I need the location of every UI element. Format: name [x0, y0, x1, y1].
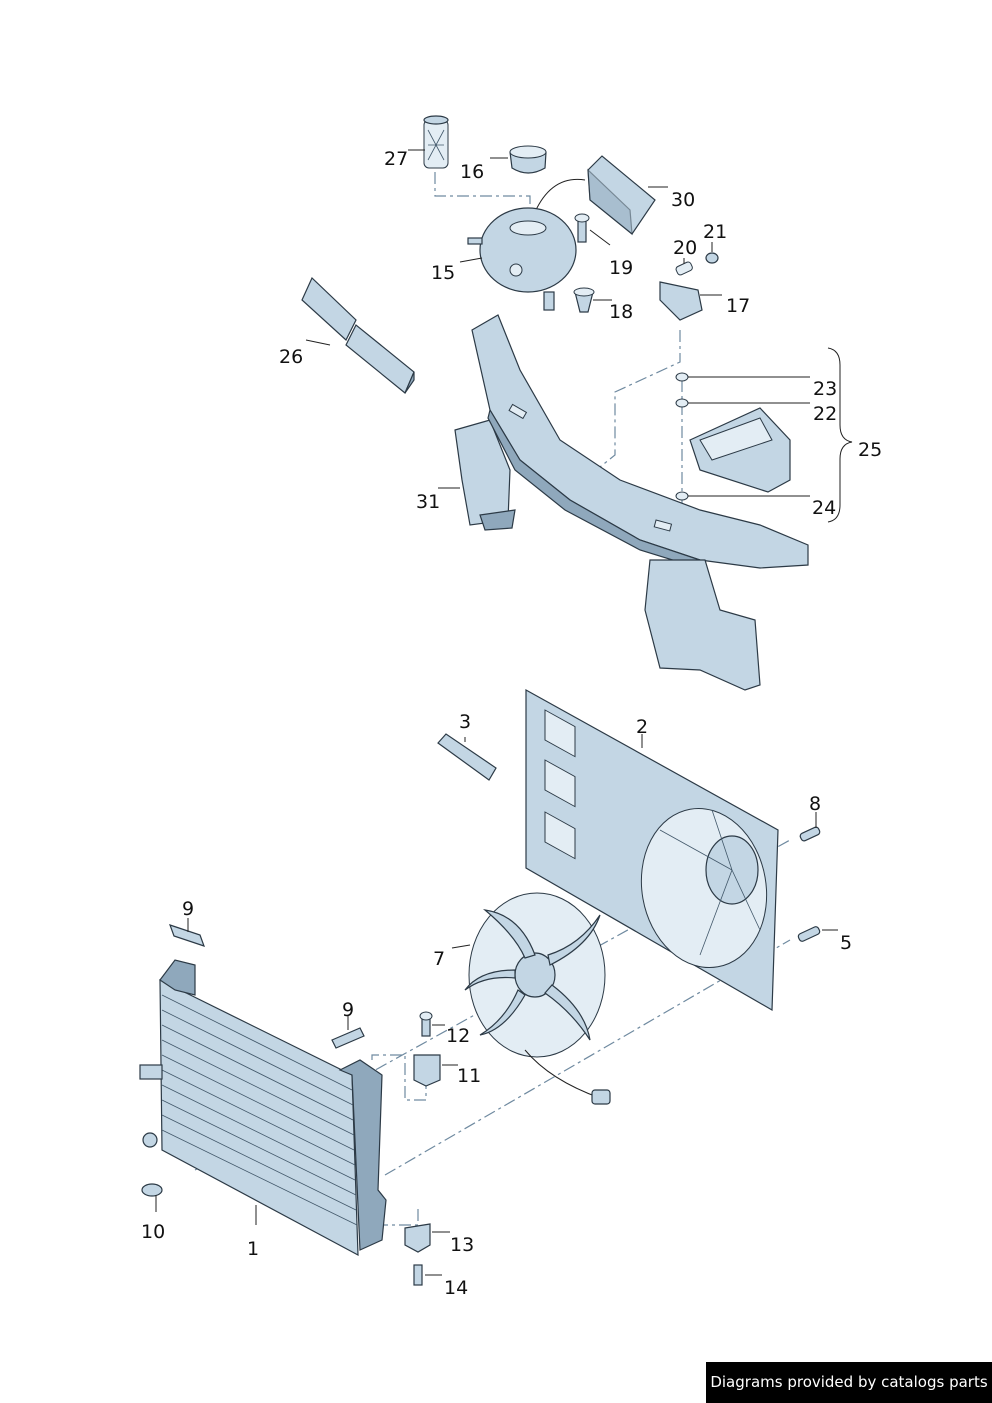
- part-14-screw: [413, 1264, 423, 1286]
- part-27-filter: [423, 115, 449, 169]
- part-7-fan: [464, 892, 611, 1105]
- part-3-seal: [437, 733, 497, 781]
- part-13-mount: [404, 1223, 431, 1253]
- callout-2: 2: [636, 716, 648, 738]
- callout-15: 15: [431, 262, 455, 284]
- callout-9b: 9: [342, 999, 354, 1021]
- part-9-clip-upper: [169, 924, 205, 947]
- callout-30: 30: [671, 189, 695, 211]
- part-2-fan-shroud: [525, 688, 779, 1012]
- callout-21: 21: [703, 221, 727, 243]
- part-30-level-sensor: [534, 155, 656, 236]
- part-26-seal-strip: [301, 276, 415, 394]
- part-20-spacer: [675, 261, 693, 276]
- callout-10: 10: [141, 1221, 165, 1243]
- part-11-mount: [413, 1054, 441, 1087]
- callout-7: 7: [433, 948, 445, 970]
- callout-23: 23: [813, 378, 837, 400]
- callout-3: 3: [459, 711, 471, 733]
- callout-20: 20: [673, 237, 697, 259]
- callout-27: 27: [384, 148, 408, 170]
- part-21-screw: [705, 252, 719, 264]
- part-5-bolt: [797, 926, 821, 942]
- callout-8: 8: [809, 793, 821, 815]
- part-25-air-guide: [689, 407, 791, 493]
- part-17-bracket: [659, 281, 703, 321]
- callout-25: 25: [858, 439, 882, 461]
- part-23-washer: [675, 372, 689, 382]
- part-1-radiator: [139, 959, 387, 1257]
- callout-16: 16: [460, 161, 484, 183]
- part-15-expansion-tank: [467, 207, 577, 311]
- callout-26: 26: [279, 346, 303, 368]
- bracket-25: [827, 347, 853, 523]
- part-8-bolt: [799, 826, 821, 842]
- part-9-clip-lower: [331, 1027, 365, 1049]
- callout-13: 13: [450, 1234, 474, 1256]
- callout-11: 11: [457, 1065, 481, 1087]
- footer-credit: Diagrams provided by catalogs parts: [706, 1362, 992, 1403]
- callout-12: 12: [446, 1025, 470, 1047]
- part-24-washer: [675, 491, 689, 501]
- part-crossmember: [471, 314, 809, 691]
- part-19-bolt: [574, 213, 590, 243]
- callout-5: 5: [840, 932, 852, 954]
- callout-22: 22: [813, 403, 837, 425]
- callout-14: 14: [444, 1277, 468, 1299]
- part-22-washer: [675, 398, 689, 408]
- callout-leaders: [155, 149, 838, 1276]
- callout-19: 19: [609, 257, 633, 279]
- callout-labels: 27 16 30 21 20 15 19 17 18 26 23 22 25 3…: [141, 148, 882, 1299]
- callout-31: 31: [416, 491, 440, 513]
- part-18-clip: [573, 287, 595, 313]
- callout-18: 18: [609, 301, 633, 323]
- callout-1: 1: [247, 1238, 259, 1260]
- part-12-screw: [419, 1011, 433, 1037]
- callout-24: 24: [812, 497, 836, 519]
- callout-9a: 9: [182, 898, 194, 920]
- callout-17: 17: [726, 295, 750, 317]
- part-16-cap: [509, 145, 547, 174]
- part-10-screw: [141, 1183, 163, 1197]
